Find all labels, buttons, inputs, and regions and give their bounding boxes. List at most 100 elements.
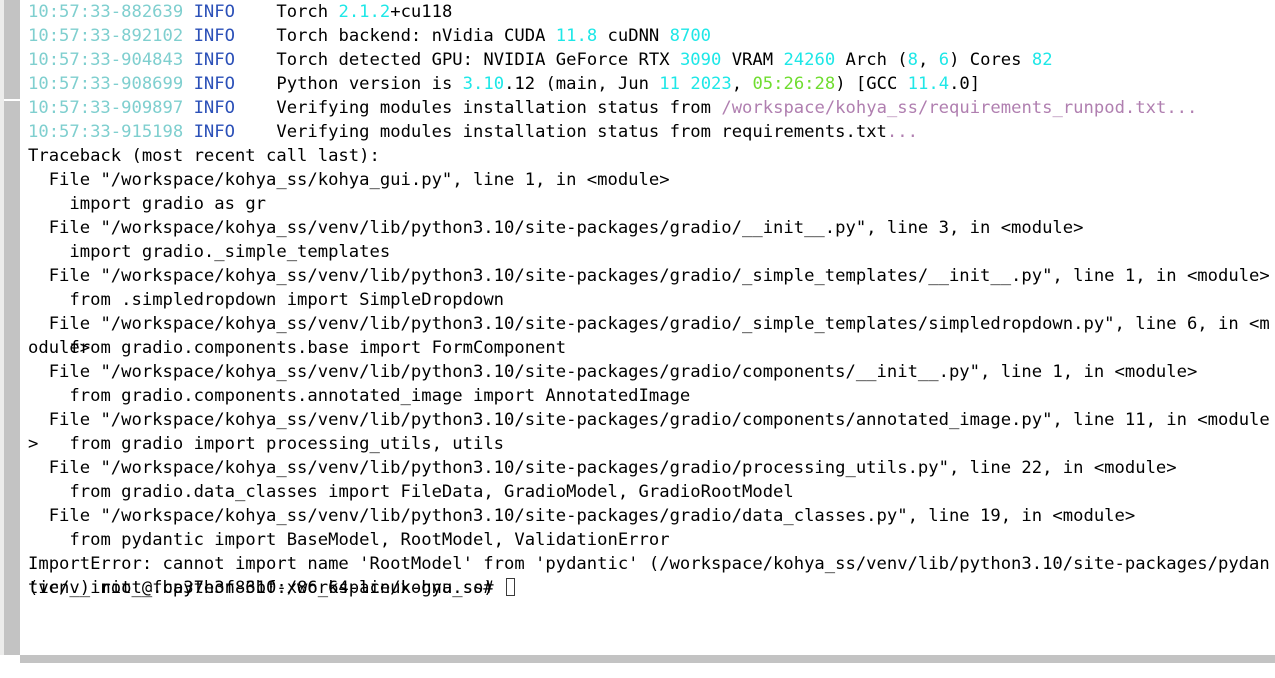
error-message: ImportError: cannot import name 'RootMod… — [28, 552, 1275, 598]
log-message-segment: 11 2023 — [659, 74, 732, 94]
log-timestamp: 10:57:33-909897 — [28, 98, 194, 118]
log-message-segment: 82 — [1031, 50, 1053, 70]
log-message-segment: 05:26:28 — [752, 74, 836, 94]
traceback-file-text: File "/workspace/kohya_ss/venv/lib/pytho… — [28, 458, 1177, 478]
traceback-frame-code: from .simpledropdown import SimpleDropdo… — [28, 288, 1275, 312]
log-gap — [235, 98, 276, 118]
traceback-code-text: from gradio.components.base import FormC… — [28, 338, 567, 358]
log-timestamp: 10:57:33-892102 — [28, 26, 194, 46]
log-message-segment: 8 — [907, 50, 918, 70]
log-timestamp: 10:57:33-915198 — [28, 122, 194, 142]
log-message-segment: VRAM — [721, 50, 784, 70]
log-message-segment: Python version is — [276, 74, 463, 94]
traceback-file-text: File "/workspace/kohya_ss/venv/lib/pytho… — [28, 314, 1270, 358]
traceback-file-text: File "/workspace/kohya_ss/venv/lib/pytho… — [28, 266, 1270, 286]
traceback-frame-file: File "/workspace/kohya_ss/venv/lib/pytho… — [28, 504, 1275, 528]
log-message-segment: Verifying modules installation status fr… — [276, 98, 722, 118]
error-message-text: ImportError: cannot import name 'RootMod… — [28, 554, 1270, 598]
log-message-segment: ... — [886, 122, 918, 142]
traceback-file-text: File "/workspace/kohya_ss/venv/lib/pytho… — [28, 410, 1270, 454]
log-message-segment: 2.1.2 — [338, 2, 391, 22]
traceback-frame-code: import gradio as gr — [28, 192, 1275, 216]
traceback-header: Traceback (most recent call last): — [28, 144, 1275, 168]
traceback-frame-code: from gradio.components.annotated_image i… — [28, 384, 1275, 408]
log-line: 10:57:33-892102 INFO Torch backend: nVid… — [28, 24, 1275, 48]
log-message-segment: ) Cores — [949, 50, 1032, 70]
traceback-code-text: from gradio.components.annotated_image i… — [28, 386, 691, 406]
log-message-segment: ) [GCC — [835, 74, 908, 94]
log-message-segment: , — [731, 74, 753, 94]
traceback-frame-file: File "/workspace/kohya_ss/kohya_gui.py",… — [28, 168, 1275, 192]
shell-prompt-text: (venv) root@fba37e3f86bf:/workspace/kohy… — [28, 578, 504, 598]
log-timestamp: 10:57:33-908699 — [28, 74, 194, 94]
log-message-segment: , — [918, 50, 939, 70]
traceback-frame-file: File "/workspace/kohya_ss/venv/lib/pytho… — [28, 360, 1275, 384]
log-timestamp: 10:57:33-904843 — [28, 50, 194, 70]
traceback-frame-code: import gradio._simple_templates — [28, 240, 1275, 264]
log-message-segment: cuDNN — [597, 26, 670, 46]
log-level: INFO — [193, 122, 235, 142]
log-message-segment: ] — [969, 74, 981, 94]
log-message-segment: 11.8 — [555, 26, 598, 46]
log-level: INFO — [193, 50, 235, 70]
gutter-divider — [4, 99, 24, 101]
traceback-header-text: Traceback (most recent call last): — [28, 146, 380, 166]
log-message-segment: +cu118 — [390, 2, 453, 22]
log-gap — [235, 2, 276, 22]
log-gap — [235, 26, 276, 46]
text-cursor[interactable] — [506, 578, 515, 596]
traceback-code-text: import gradio._simple_templates — [28, 242, 391, 262]
log-message-segment: .0 — [949, 74, 970, 94]
log-message-segment: 11.4 — [907, 74, 950, 94]
log-level: INFO — [193, 26, 235, 46]
log-level: INFO — [193, 98, 235, 118]
log-timestamp: 10:57:33-882639 — [28, 2, 194, 22]
horizontal-scrollbar[interactable] — [20, 655, 1275, 663]
log-gap — [235, 50, 276, 70]
shell-prompt-line: (venv) root@fba37e3f86bf:/workspace/kohy… — [28, 576, 1275, 600]
traceback-code-text: from gradio import processing_utils, uti… — [28, 434, 505, 454]
log-message-segment: (main, Jun — [535, 74, 660, 94]
log-message-segment: 3.10 — [462, 74, 505, 94]
log-level: INFO — [193, 2, 235, 22]
traceback-frame-file: File "/workspace/kohya_ss/venv/lib/pytho… — [28, 312, 1275, 358]
traceback-frame-file: File "/workspace/kohya_ss/venv/lib/pytho… — [28, 216, 1275, 240]
log-message-segment: Torch backend: nVidia CUDA — [276, 26, 556, 46]
traceback-frame-file: File "/workspace/kohya_ss/venv/lib/pytho… — [28, 456, 1275, 480]
log-message-segment: 6 — [938, 50, 950, 70]
log-message-segment: Torch — [276, 2, 339, 22]
traceback-frame-code: from gradio import processing_utils, uti… — [28, 432, 1275, 456]
log-message-segment: 24260 — [783, 50, 836, 70]
log-message-segment: Arch ( — [835, 50, 908, 70]
traceback-file-text: File "/workspace/kohya_ss/venv/lib/pytho… — [28, 218, 1084, 238]
window-left-edge — [0, 0, 4, 655]
log-gap — [235, 122, 276, 142]
log-message-segment: /workspace/kohya_ss/requirements_runpod.… — [721, 98, 1198, 118]
log-message-segment: Torch detected GPU: NVIDIA GeForce RTX — [276, 50, 680, 70]
log-line: 10:57:33-904843 INFO Torch detected GPU:… — [28, 48, 1275, 72]
log-line: 10:57:33-908699 INFO Python version is 3… — [28, 72, 1275, 96]
traceback-code-text: from gradio.data_classes import FileData… — [28, 482, 794, 502]
traceback-frame-code: from gradio.components.base import FormC… — [28, 336, 1275, 360]
log-message-segment: Verifying modules installation status fr… — [276, 122, 887, 142]
traceback-frame-file: File "/workspace/kohya_ss/venv/lib/pytho… — [28, 408, 1275, 454]
traceback-frame-code: from gradio.data_classes import FileData… — [28, 480, 1275, 504]
log-level: INFO — [193, 74, 235, 94]
traceback-code-text: from pydantic import BaseModel, RootMode… — [28, 530, 670, 550]
traceback-code-text: import gradio as gr — [28, 194, 267, 214]
log-message-segment: 3090 — [679, 50, 722, 70]
log-gap — [235, 74, 276, 94]
traceback-file-text: File "/workspace/kohya_ss/venv/lib/pytho… — [28, 506, 1136, 526]
log-message-segment: 8700 — [669, 26, 712, 46]
traceback-frame-code: from pydantic import BaseModel, RootMode… — [28, 528, 1275, 552]
log-line: 10:57:33-915198 INFO Verifying modules i… — [28, 120, 1275, 144]
traceback-file-text: File "/workspace/kohya_ss/venv/lib/pytho… — [28, 362, 1198, 382]
traceback-code-text: from .simpledropdown import SimpleDropdo… — [28, 290, 505, 310]
terminal-left-gutter[interactable] — [4, 0, 24, 655]
traceback-frame-file: File "/workspace/kohya_ss/venv/lib/pytho… — [28, 264, 1275, 288]
log-line: 10:57:33-882639 INFO Torch 2.1.2+cu118 — [28, 0, 1275, 24]
log-message-segment: .12 — [504, 74, 536, 94]
